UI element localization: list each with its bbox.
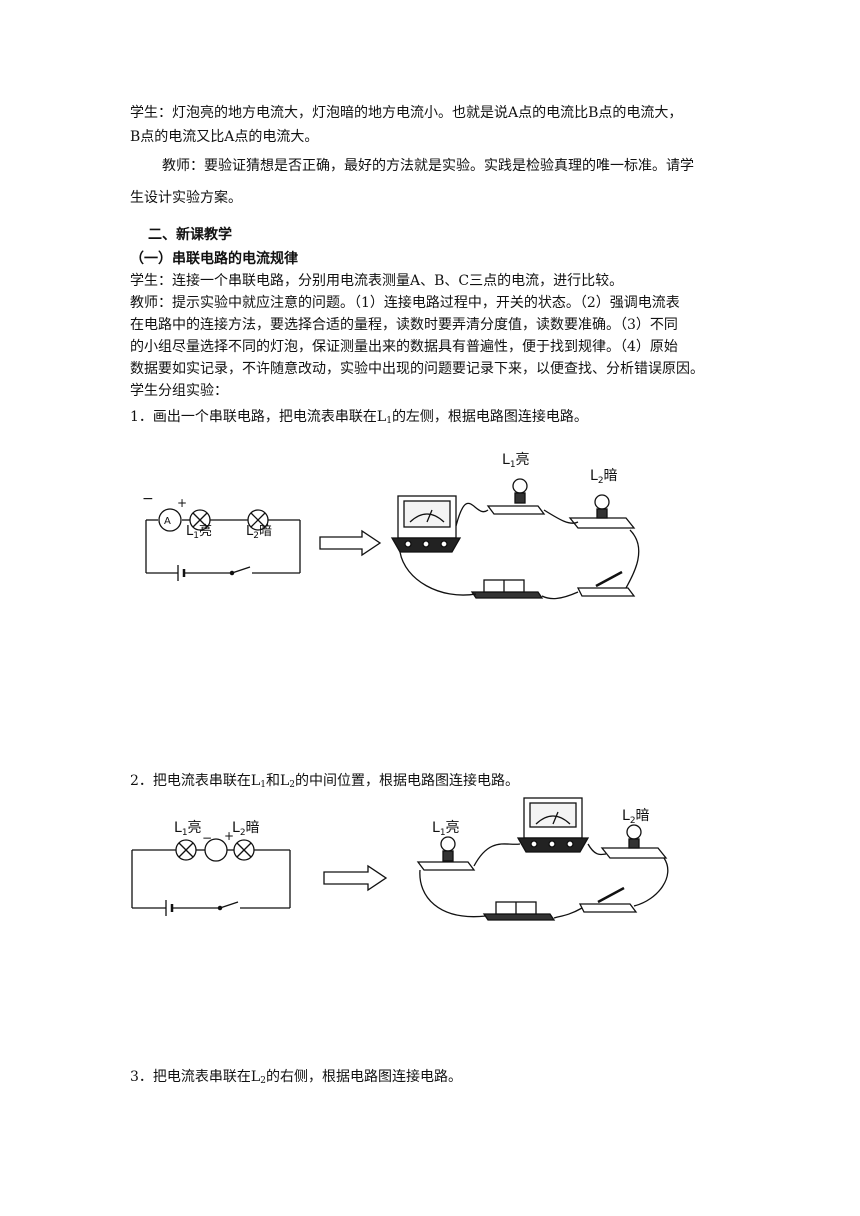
ammeter-plus-label: +	[224, 829, 234, 843]
ammeter-symbol	[204, 838, 228, 862]
lamp2-device	[600, 824, 668, 859]
switch-symbol	[219, 901, 239, 909]
ammeter-minus-label: −	[142, 491, 154, 507]
lamp2-label: L2暗	[232, 820, 260, 838]
lamp1-symbol	[189, 509, 211, 531]
figure2-circuit: L1亮 L2暗 − + L1亮 L2暗	[131, 797, 669, 921]
lamp2-device-label: L2暗	[590, 468, 618, 486]
lamp2-label: L2暗	[246, 524, 272, 541]
figure1-circuit: − + A L1亮 L2暗 L1亮 L2暗	[142, 451, 640, 600]
group-label: 学生分组实验：	[130, 383, 228, 399]
ammeter-device	[516, 797, 590, 853]
ammeter-device	[390, 495, 462, 553]
ammeter-symbol	[158, 508, 182, 532]
battery-device	[470, 579, 544, 599]
battery-device	[482, 901, 556, 921]
para2-line2: 生设计实验方案。	[130, 190, 242, 206]
lamp2-device-label: L2暗	[622, 808, 650, 826]
switch-device	[576, 570, 636, 597]
teacher-para-line4: 数据要如实记录，不许随意改动，实验中出现的问题要记录下来，以便查找、分析错误原因…	[130, 361, 704, 377]
subsection-heading: （一）串联电路的电流规律	[130, 251, 298, 267]
lamp1-device	[416, 836, 476, 871]
step2-text: 2．把电流表串联在L1和L2的中间位置，根据电路图连接电路。	[130, 773, 519, 790]
lamp2-symbol	[233, 839, 255, 861]
ammeter-plus-label: +	[177, 496, 187, 510]
step3-text: 3．把电流表串联在L2的右侧，根据电路图连接电路。	[130, 1069, 462, 1086]
ammeter-minus-label: −	[202, 831, 212, 845]
lamp1-label: L1亮	[186, 523, 212, 541]
arrow-icon	[319, 529, 382, 557]
para1-line2: B点的电流又比A点的电流大。	[130, 129, 319, 145]
student-line: 学生：连接一个串联电路，分别用电流表测量A、B、C三点的电流，进行比较。	[130, 273, 624, 289]
ammeter-letter: A	[164, 516, 171, 527]
arrow-icon	[323, 864, 388, 892]
lamp2-device	[568, 494, 636, 529]
teacher-para-line2: 在电路中的连接方法，要选择合适的量程，读数时要弄清分度值，读数要准确。（3）不同	[130, 317, 678, 333]
lamp2-symbol	[247, 509, 269, 531]
para2-line1: 教师：要验证猜想是否正确，最好的方法就是实验。实践是检验真理的唯一标准。请学	[162, 158, 694, 174]
para1-line1: 学生：灯泡亮的地方电流大，灯泡暗的地方电流小。也就是说A点的电流比B点的电流大，	[130, 105, 683, 121]
step1-text: 1．画出一个串联电路，把电流表串联在L1的左侧，根据电路图连接电路。	[130, 409, 588, 426]
lamp1-symbol	[175, 839, 197, 861]
lamp1-device-label: L1亮	[432, 819, 460, 838]
lamp1-label: L1亮	[174, 819, 202, 838]
teacher-para-line1: 教师：提示实验中就应注意的问题。（1）连接电路过程中，开关的状态。（2）强调电流…	[130, 295, 680, 311]
switch-device	[578, 886, 638, 913]
teacher-para-line3: 的小组尽量选择不同的灯泡，保证测量出来的数据具有普遍性，便于找到规律。（4）原始	[130, 339, 678, 355]
section-heading: 二、新课教学	[148, 227, 232, 243]
switch-symbol	[231, 566, 251, 574]
lamp1-device-label: L1亮	[502, 451, 530, 470]
lamp1-device	[486, 478, 546, 515]
